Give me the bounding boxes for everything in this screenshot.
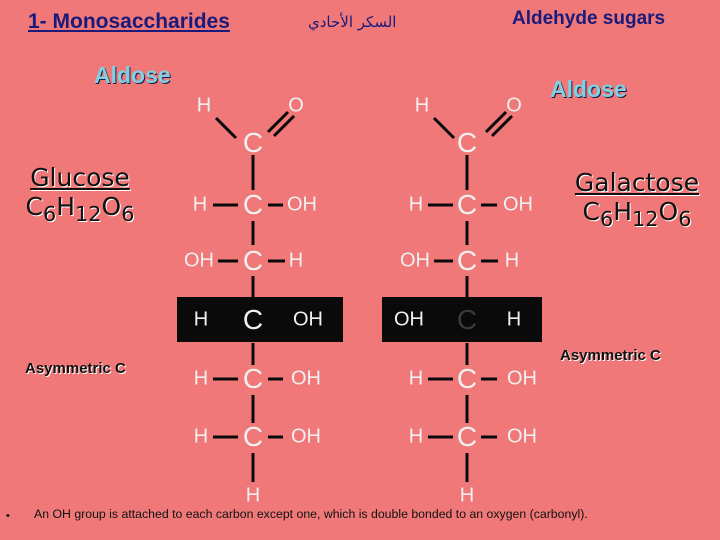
right-highlight-band: [382, 297, 542, 342]
glucose-c5: C: [242, 363, 264, 394]
glucose-c3-left: OH: [184, 249, 214, 272]
glucose-c4-left: H: [193, 308, 209, 331]
galactose-c2-left: H: [408, 193, 424, 216]
galactose-c4: C: [456, 304, 478, 335]
bullet-point: •: [6, 510, 10, 522]
aldehyde-sugars-heading: Aldehyde sugars: [512, 8, 666, 29]
galactose-c3-right: H: [504, 249, 520, 272]
galactose-name: Galactose: [574, 168, 700, 197]
glucose-c4: C: [242, 304, 264, 335]
galactose-c2: C: [456, 189, 478, 220]
galactose-c4-left: OH: [394, 308, 424, 331]
glucose-c6: C: [242, 421, 264, 452]
glucose-c2: C: [242, 189, 264, 220]
left-highlight-band: [177, 297, 343, 342]
glucose-c5-right: OH: [291, 367, 321, 390]
galactose-label: Galactose C6H12O6: [572, 168, 702, 231]
galactose-c3-left: OH: [400, 249, 430, 272]
footnote-text: An OH group is attached to each carbon e…: [34, 507, 588, 521]
galactose-formula: C6H12O6: [582, 197, 692, 231]
galactose-c1-h: H: [414, 94, 430, 117]
galactose-c3: C: [456, 245, 478, 276]
glucose-formula: C6H12O6: [25, 192, 135, 226]
right-aldose-label: Aldose: [550, 76, 627, 102]
glucose-c3: C: [242, 245, 264, 276]
glucose-label: Glucose C6H12O6: [20, 163, 140, 226]
galactose-c6-right: OH: [507, 425, 537, 448]
galactose-c5: C: [456, 363, 478, 394]
galactose-c1: C: [456, 127, 478, 158]
glucose-bottom-h: H: [245, 484, 261, 507]
glucose-c2-left: H: [192, 193, 208, 216]
right-asymmetric-label: Asymmetric C: [560, 347, 661, 364]
arabic-title: السكر الأحادي: [308, 13, 397, 31]
galactose-c1-o: O: [506, 94, 522, 117]
glucose-c6-left: H: [193, 425, 209, 448]
galactose-c5-left: H: [408, 367, 424, 390]
glucose-c1: C: [242, 127, 264, 158]
left-aldose-label: Aldose: [94, 62, 171, 88]
galactose-c6-left: H: [408, 425, 424, 448]
galactose-bottom-h: H: [459, 484, 475, 507]
glucose-c1-o: O: [288, 94, 304, 117]
slide-title: 1- Monosaccharides: [28, 10, 230, 33]
glucose-c6-right: OH: [291, 425, 321, 448]
galactose-c5-right: OH: [507, 367, 537, 390]
galactose-c2-right: OH: [503, 193, 533, 216]
galactose-c4-right: H: [506, 308, 522, 331]
glucose-c2-right: OH: [287, 193, 317, 216]
glucose-c3-right: H: [288, 249, 304, 272]
glucose-c5-left: H: [193, 367, 209, 390]
glucose-c4-right: OH: [293, 308, 323, 331]
glucose-c1-h: H: [196, 94, 212, 117]
left-asymmetric-label: Asymmetric C: [25, 360, 126, 377]
glucose-name: Glucose: [30, 163, 130, 192]
galactose-c6: C: [456, 421, 478, 452]
